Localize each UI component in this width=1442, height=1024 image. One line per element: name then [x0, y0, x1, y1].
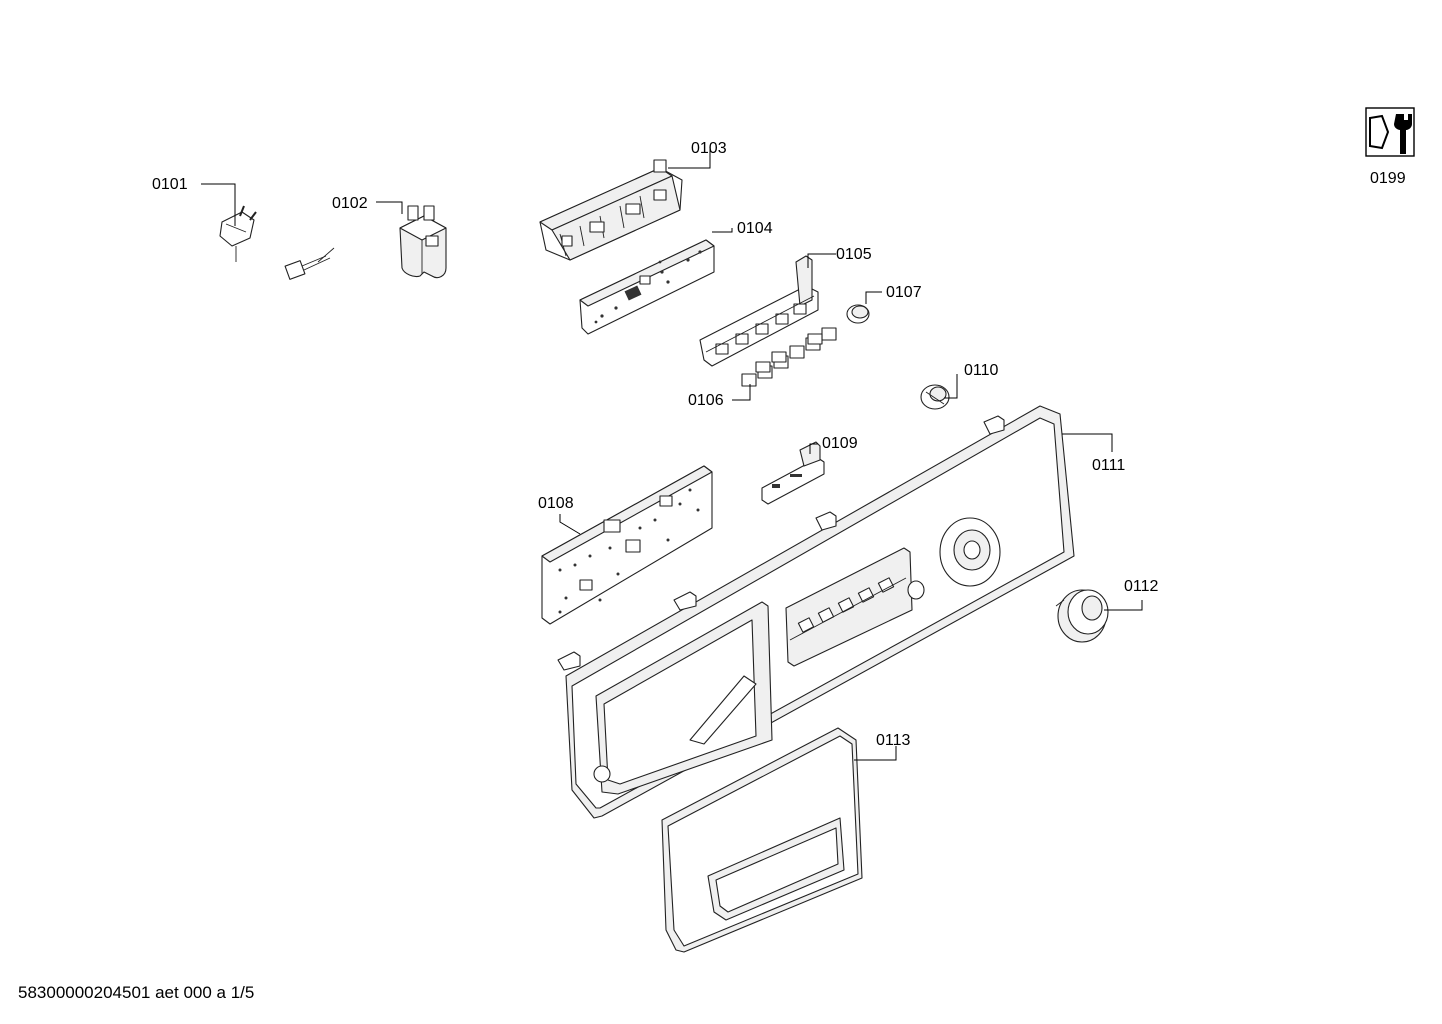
service-wrench-icon[interactable]: [1365, 107, 1415, 157]
display-board[interactable]: [541, 465, 713, 625]
callout-0199: 0199: [1370, 170, 1406, 187]
display-window[interactable]: [761, 441, 825, 505]
push-buttons[interactable]: [741, 327, 837, 387]
push-button[interactable]: [846, 304, 870, 324]
callout-0107: 0107: [886, 284, 922, 301]
power-cord[interactable]: [219, 205, 335, 375]
control-module-board[interactable]: [579, 239, 715, 335]
callout-0109: 0109: [822, 435, 858, 452]
drawing-reference: 58300000204501 aet 000 a 1/5: [18, 983, 254, 1002]
button-holder[interactable]: [699, 255, 819, 367]
callout-0104: 0104: [737, 220, 773, 237]
callout-0102: 0102: [332, 195, 368, 212]
knob-insert[interactable]: [920, 384, 950, 410]
selector-knob[interactable]: [1055, 589, 1109, 643]
callout-0103: 0103: [691, 140, 727, 157]
interference-filter[interactable]: [399, 205, 447, 279]
control-panel-fascia[interactable]: [557, 405, 1075, 819]
leader-lines: [201, 148, 1143, 761]
detergent-drawer-handle[interactable]: [661, 727, 863, 953]
module-housing[interactable]: [539, 159, 683, 261]
callout-0105: 0105: [836, 246, 872, 263]
callout-0106: 0106: [688, 392, 724, 409]
callout-0110: 0110: [964, 362, 999, 379]
callout-0101: 0101: [152, 176, 188, 193]
callout-0113: 0113: [876, 732, 911, 749]
callout-0111: 0111: [1092, 457, 1125, 474]
callout-labels: 0101 0102 0103 0104 0105 0106 0107 0110 …: [152, 140, 1406, 749]
callout-0112: 0112: [1124, 578, 1159, 595]
callout-0108: 0108: [538, 495, 574, 512]
